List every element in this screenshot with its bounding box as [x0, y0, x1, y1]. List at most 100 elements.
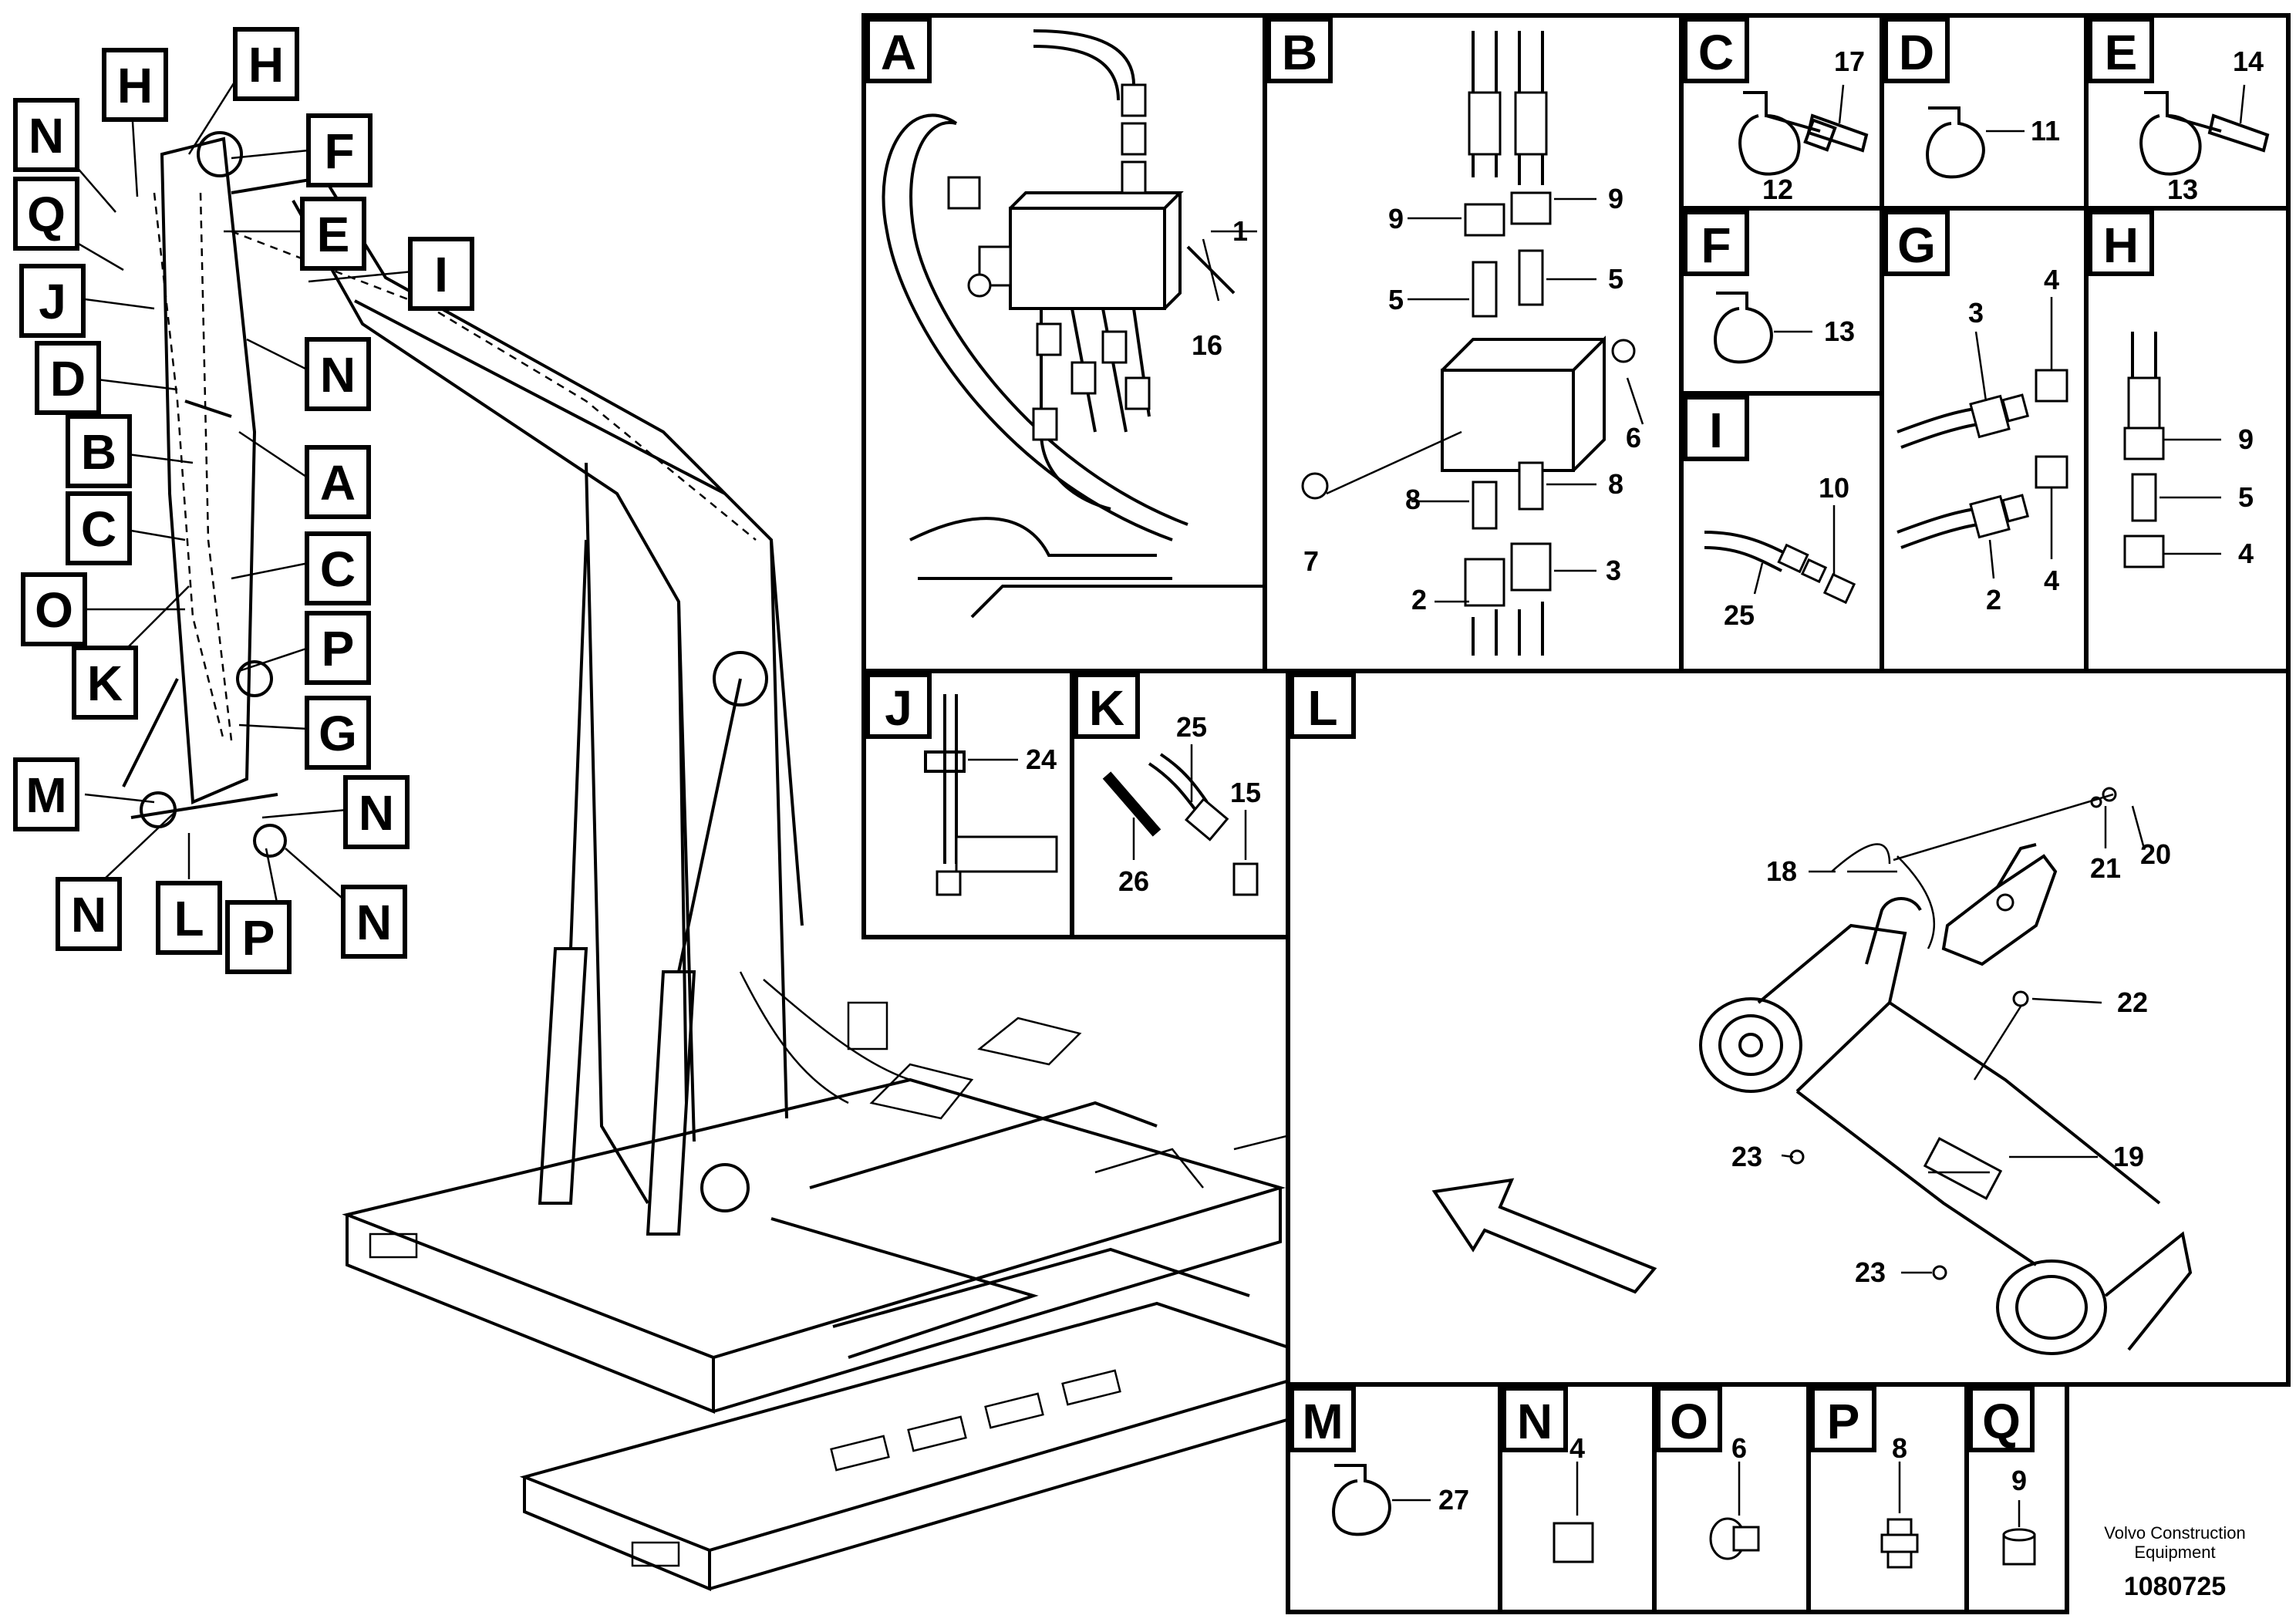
callout-n-4: N — [71, 887, 106, 943]
panel-p-title: P — [1827, 1394, 1860, 1449]
panel-o-part-6: 6 — [1731, 1432, 1747, 1464]
panel-q-title: Q — [1982, 1394, 2021, 1449]
panel-c-title: C — [1698, 25, 1734, 80]
panel-a-title: A — [881, 25, 916, 80]
callout-d: D — [50, 351, 86, 406]
panel-b-part-3: 3 — [1606, 555, 1621, 586]
panel-b-part-2: 2 — [1411, 584, 1427, 615]
panel-h: H 9 5 4 — [2084, 206, 2291, 673]
panel-d: D 11 — [1880, 13, 2089, 211]
panel-l: L — [1286, 669, 2291, 1387]
callout-i: I — [434, 247, 448, 302]
panel-i-part-25: 25 — [1724, 599, 1755, 631]
callout-c-1: C — [81, 501, 116, 557]
panel-b-part-5-right: 5 — [1608, 263, 1623, 295]
callout-p-2: P — [242, 910, 275, 966]
callout-g: G — [319, 706, 357, 761]
panel-g-part-3: 3 — [1968, 297, 1984, 329]
panel-e-part-14: 14 — [2233, 46, 2264, 77]
footer: Volvo Construction Equipment 1080725 — [2104, 1523, 2245, 1601]
callout-c-2: C — [320, 541, 356, 597]
panel-g: G 3 4 2 4 — [1880, 206, 2089, 673]
panel-d-title: D — [1899, 25, 1934, 80]
panel-f-part-13: 13 — [1824, 315, 1855, 347]
panel-e-title: E — [2105, 25, 2138, 80]
company-name-line2: Equipment — [2134, 1543, 2215, 1562]
panel-b-part-9-left: 9 — [1388, 203, 1404, 234]
panel-i-part-10: 10 — [1819, 472, 1849, 504]
panel-l-part-20: 20 — [2140, 838, 2171, 870]
panel-o: O 6 — [1652, 1382, 1811, 1614]
panel-l-title: L — [1307, 680, 1337, 736]
panel-a-part-1: 1 — [1232, 215, 1248, 247]
panel-i-title: I — [1709, 403, 1723, 458]
panel-h-part-5: 5 — [2238, 481, 2254, 513]
panel-a-part-16: 16 — [1192, 329, 1222, 361]
panel-g-title: G — [1897, 218, 1936, 273]
panel-e-part-13: 13 — [2167, 174, 2198, 205]
panel-o-title: O — [1670, 1394, 1708, 1449]
callout-h-2: H — [248, 37, 284, 93]
panel-h-title: H — [2103, 218, 2139, 273]
callout-b: B — [81, 424, 116, 480]
panel-k-title: K — [1089, 680, 1124, 736]
panel-c: C 17 12 — [1679, 13, 1884, 211]
panel-b: B — [1263, 13, 1684, 673]
panel-l-part-18: 18 — [1766, 855, 1797, 887]
panel-p-part-8: 8 — [1892, 1432, 1907, 1464]
panel-e: E 14 13 — [2084, 13, 2291, 211]
panel-n-title: N — [1517, 1394, 1553, 1449]
callout-j: J — [39, 274, 66, 329]
panel-h-part-9: 9 — [2238, 423, 2254, 455]
callout-n-1: N — [29, 108, 64, 164]
panel-j-part-24: 24 — [1026, 744, 1057, 775]
callout-m: M — [25, 767, 66, 823]
panel-c-part-12: 12 — [1762, 174, 1793, 205]
panel-q-part-9: 9 — [2011, 1465, 2027, 1496]
callout-a: A — [320, 455, 356, 511]
panel-b-part-6: 6 — [1626, 422, 1641, 454]
panel-g-part-2: 2 — [1986, 584, 2001, 615]
panel-b-part-8-left: 8 — [1405, 484, 1421, 515]
panel-l-part-21: 21 — [2090, 852, 2121, 884]
callout-n-2: N — [320, 347, 356, 403]
panel-j: J 24 — [861, 669, 1074, 939]
panel-d-part-11: 11 — [2031, 115, 2060, 147]
panel-l-part-19: 19 — [2113, 1141, 2144, 1172]
panel-b-part-7: 7 — [1303, 545, 1319, 577]
company-name-line1: Volvo Construction — [2104, 1523, 2245, 1543]
callout-p-1: P — [322, 621, 355, 676]
panel-k-part-26: 26 — [1118, 865, 1149, 897]
panel-c-part-17: 17 — [1834, 46, 1865, 77]
callout-l: L — [174, 891, 204, 946]
panel-l-part-23-top: 23 — [1731, 1141, 1762, 1172]
panel-i: I 10 25 — [1679, 391, 1884, 673]
callout-n-3: N — [359, 785, 394, 841]
callout-n-5: N — [356, 895, 392, 950]
panel-k-part-25: 25 — [1176, 711, 1207, 743]
panel-l-part-23-bottom: 23 — [1855, 1256, 1886, 1288]
callout-h-1: H — [117, 58, 153, 113]
document-number: 1080725 — [2124, 1572, 2226, 1601]
panel-n-part-4: 4 — [1569, 1432, 1585, 1464]
panel-f: F 13 — [1679, 206, 1884, 396]
panel-b-part-5-left: 5 — [1388, 284, 1404, 315]
panel-k-part-15: 15 — [1230, 777, 1261, 808]
callout-e: E — [317, 207, 350, 262]
panel-b-part-9-right: 9 — [1608, 183, 1623, 214]
panel-m-part-27: 27 — [1438, 1484, 1469, 1516]
panel-a: A — [861, 13, 1267, 673]
panel-p: P 8 — [1806, 1382, 1969, 1614]
callout-f: F — [324, 123, 354, 179]
callout-o: O — [35, 582, 73, 638]
panel-j-title: J — [885, 680, 912, 736]
panel-h-part-4: 4 — [2238, 538, 2254, 569]
panel-k: K 25 15 26 — [1070, 669, 1290, 939]
callout-q: Q — [27, 187, 66, 242]
panel-l-part-22: 22 — [2117, 986, 2148, 1018]
panel-b-part-8-right: 8 — [1608, 468, 1623, 500]
panel-b-title: B — [1282, 25, 1317, 80]
panel-n: N 4 — [1498, 1382, 1657, 1614]
panel-m: M 27 — [1286, 1382, 1502, 1614]
